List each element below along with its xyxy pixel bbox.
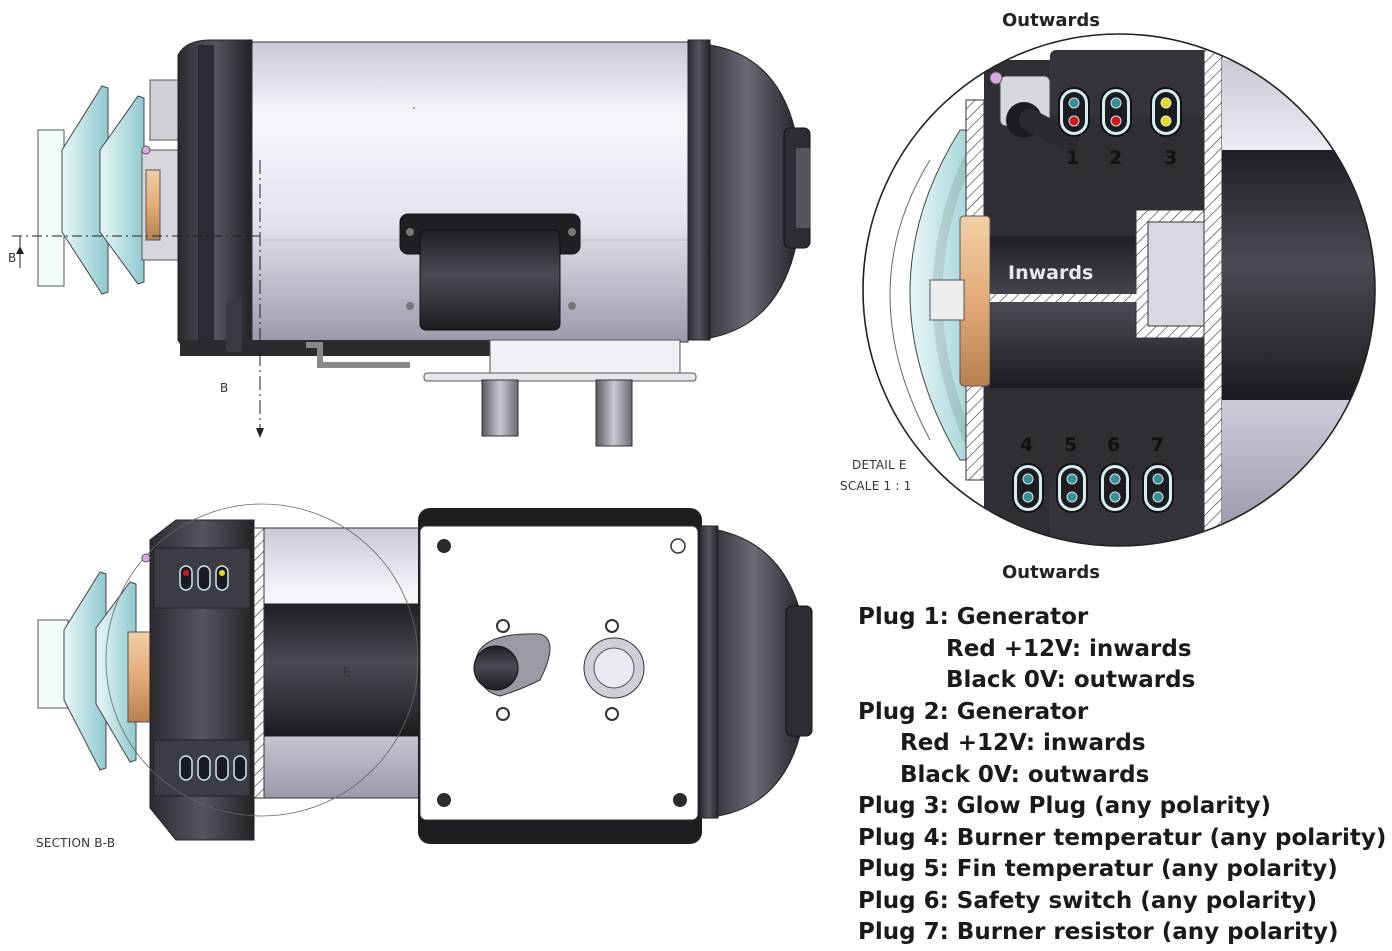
plug-2-icon: [1100, 87, 1132, 137]
legend-item: Plug 7: Burner resistor (any polarity): [858, 919, 1339, 945]
detail-scale: SCALE 1 : 1: [840, 479, 912, 493]
legend-item: Plug 6: Safety switch (any polarity): [858, 887, 1318, 914]
legend-item: Plug 3: Glow Plug (any polarity): [858, 793, 1272, 819]
section-view: [37, 503, 813, 844]
plug-number-4: 4: [1020, 434, 1033, 456]
plug-number-5: 5: [1064, 434, 1077, 456]
detail-marker: E: [343, 665, 351, 679]
side-view: [12, 39, 811, 447]
plug-number-2: 2: [1109, 147, 1122, 169]
plug-4-icon: [1012, 463, 1044, 513]
plug-6-icon: [1099, 463, 1131, 513]
section-title: SECTION B-B: [36, 836, 116, 850]
plug-number-6: 6: [1107, 434, 1120, 456]
section-marker-left: B: [8, 251, 16, 265]
plug-7-icon: [1142, 463, 1174, 513]
legend-item: Black 0V: outwards: [900, 761, 1150, 788]
plug-legend: Plug 1: Generator Red +12V: inwards Blac…: [858, 602, 1392, 949]
plug-number-1: 1: [1066, 147, 1079, 169]
legend-item: Plug 4: Burner temperatur (any polarity): [858, 824, 1387, 851]
legend-item: Red +12V: inwards: [900, 730, 1146, 756]
legend-item: Plug 5: Fin temperatur (any polarity): [858, 856, 1338, 882]
outwards-bottom-label: Outwards: [1002, 562, 1100, 583]
plug-number-3: 3: [1164, 147, 1177, 169]
legend-item: Red +12V: inwards: [946, 635, 1192, 662]
plug-1-icon: [1058, 87, 1090, 137]
legend-item: Plug 1: Generator: [858, 604, 1089, 630]
detail-title: DETAIL E: [852, 458, 907, 472]
outwards-top-label: Outwards: [1002, 10, 1100, 31]
legend-item: Plug 2: Generator: [858, 698, 1089, 725]
plug-3-icon: [1150, 87, 1182, 137]
legend-item: Black 0V: outwards: [946, 667, 1196, 693]
inwards-label: Inwards: [1008, 262, 1094, 284]
section-marker-bottom: B: [220, 381, 228, 395]
detail-view: 1 2 3 4 5 6 7: [862, 33, 1376, 547]
plug-number-7: 7: [1151, 434, 1164, 456]
plug-5-icon: [1056, 463, 1088, 513]
